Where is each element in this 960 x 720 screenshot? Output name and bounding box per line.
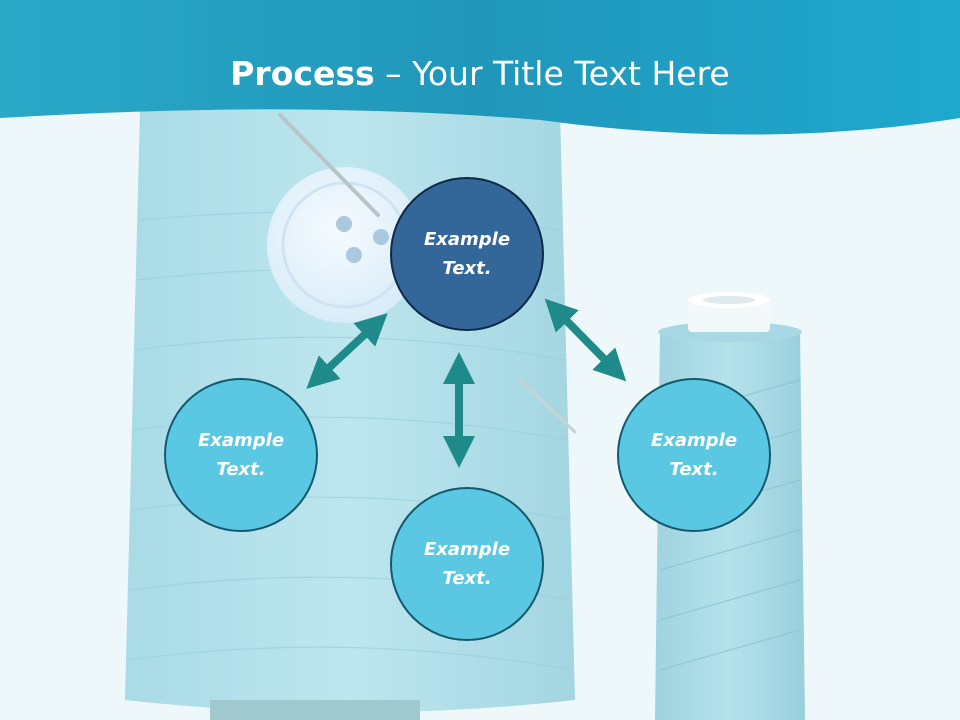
header-wave-band	[0, 0, 960, 135]
process-node-top[interactable]: Example Text.	[390, 177, 544, 331]
process-node-bottom-label: Example Text.	[423, 539, 511, 589]
process-node-left-label: Example Text.	[197, 430, 285, 480]
process-node-right-label: Example Text.	[650, 430, 738, 480]
process-node-left[interactable]: Example Text.	[164, 378, 318, 532]
title-bold-part: Process	[230, 54, 375, 93]
page-title: Process – Your Title Text Here	[0, 52, 960, 96]
process-node-right[interactable]: Example Text.	[617, 378, 771, 532]
title-rest-part: – Your Title Text Here	[374, 54, 730, 93]
process-node-bottom[interactable]: Example Text.	[390, 487, 544, 641]
process-node-top-label: Example Text.	[423, 229, 511, 279]
